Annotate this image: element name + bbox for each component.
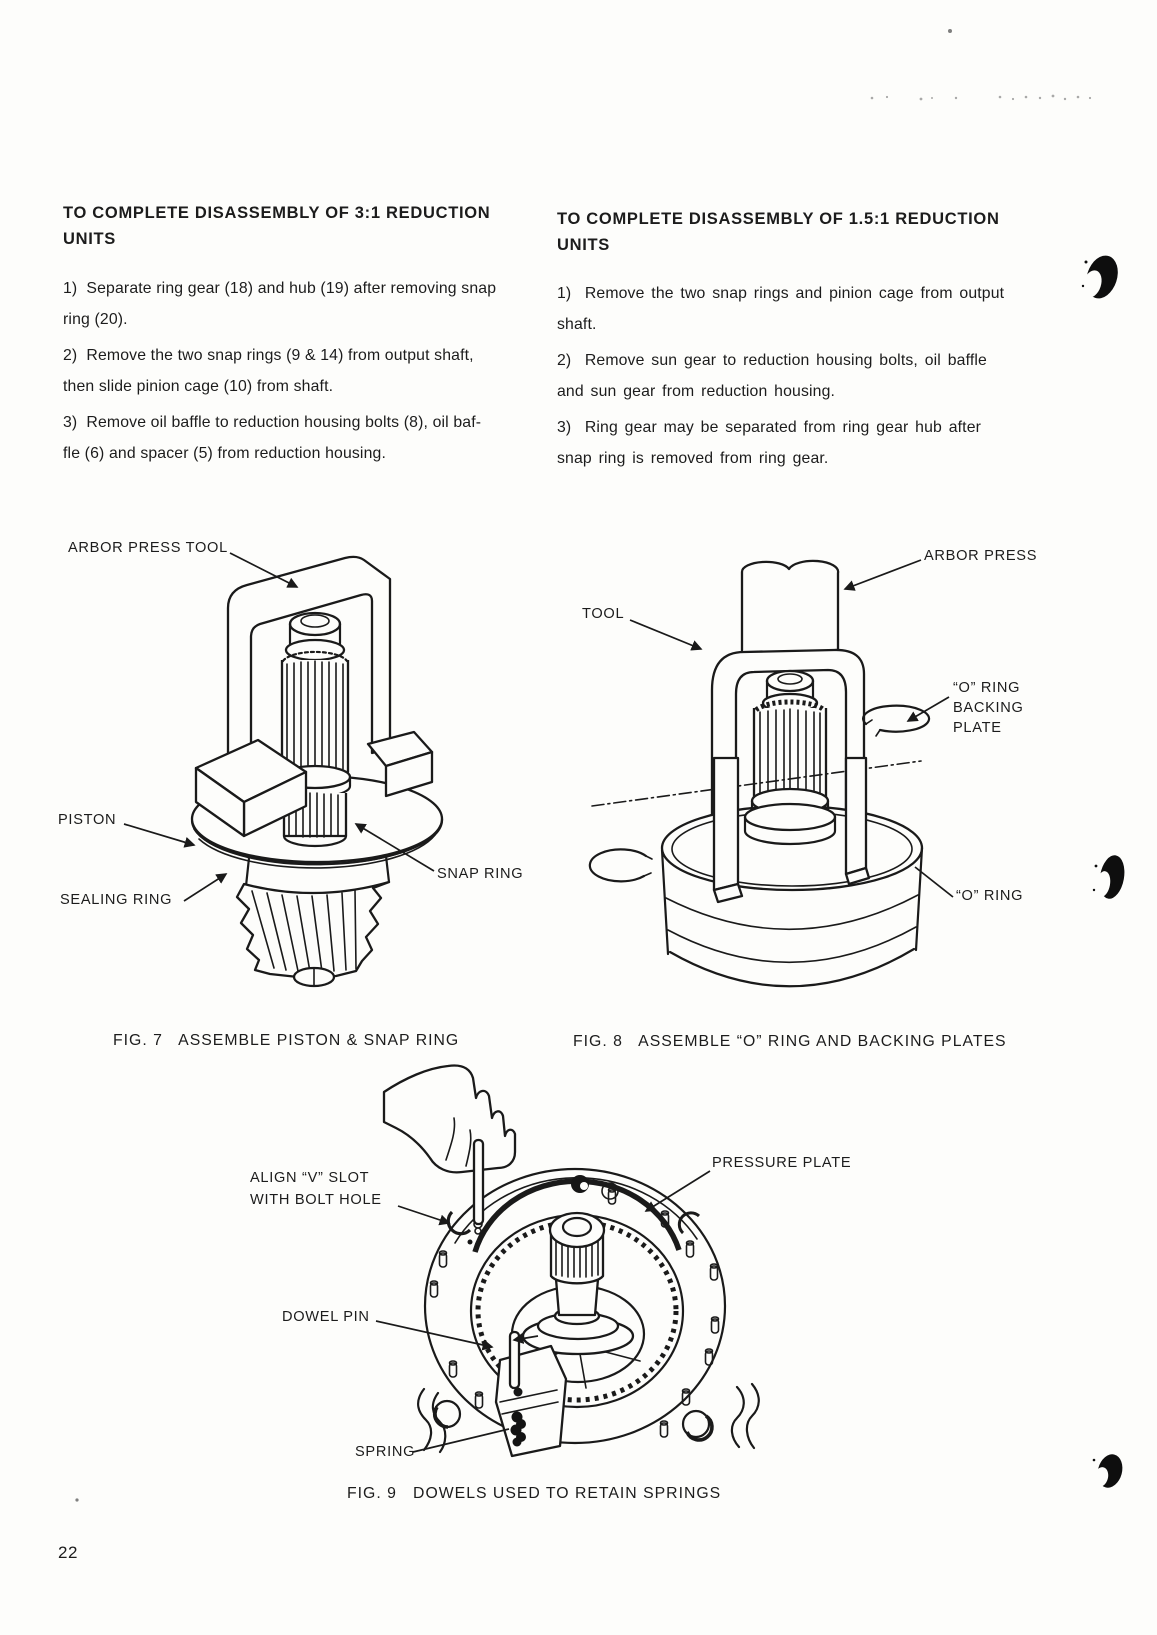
fig8-label-tool: TOOL — [582, 606, 625, 622]
scan-speckles — [75, 29, 1092, 1502]
fig9-caption: FIG. 9 DOWELS USED TO RETAIN SPRINGS — [347, 1485, 722, 1502]
ink-blot-artifact-1 — [1081, 255, 1118, 299]
fig8-caption: FIG. 8 ASSEMBLE “O” RING AND BACKING PLA… — [573, 1033, 1007, 1050]
section-heading-3to1: TO COMPLETE DISASSEMBLY OF 3:1 REDUCTION… — [63, 204, 491, 248]
step-2-right: 2) Remove sun gear to reduction housing … — [557, 352, 987, 400]
fig7-label-snap-ring: SNAP RING — [437, 866, 524, 882]
step-1-right: 1) Remove the two snap rings and pinion … — [557, 285, 1005, 333]
fig7-drawing — [123, 552, 444, 988]
fig8-label-o-ring: “O” RING — [956, 888, 1024, 904]
fig8-label-arbor-press: ARBOR PRESS — [924, 548, 1038, 564]
fig9-label-dowel-pin: DOWEL PIN — [282, 1309, 370, 1325]
fig9-label-spring: SPRING — [355, 1444, 416, 1460]
section-heading-1.5to1: TO COMPLETE DISASSEMBLY OF 1.5:1 REDUCTI… — [557, 210, 1000, 254]
step-1-left: 1) Separate ring gear (18) and hub (19) … — [63, 280, 497, 328]
fig7-label-arbor-press-tool: ARBOR PRESS TOOL — [68, 540, 228, 556]
ink-blot-artifact-2 — [1092, 855, 1125, 899]
fig9-label-pressure-plate: PRESSURE PLATE — [712, 1155, 852, 1171]
step-2-left: 2) Remove the two snap rings (9 & 14) fr… — [63, 347, 474, 395]
ink-blot-artifact-3 — [1092, 1454, 1123, 1488]
fig7-label-sealing-ring: SEALING RING — [60, 892, 173, 908]
fig7-caption: FIG. 7 ASSEMBLE PISTON & SNAP RING — [113, 1032, 460, 1049]
fig9-label-align-v-slot: ALIGN “V” SLOT WITH BOLT HOLE — [250, 1170, 382, 1208]
fig9-drawing — [375, 1064, 760, 1458]
page-number: 22 — [58, 1543, 78, 1562]
fig8-drawing — [588, 559, 954, 988]
step-3-left: 3) Remove oil baffle to reduction housin… — [63, 414, 482, 462]
step-3-right: 3) Ring gear may be separated from ring … — [557, 419, 982, 467]
fig8-label-o-ring-backing-plate: “O” RING BACKING PLATE — [953, 680, 1024, 736]
fig7-label-piston: PISTON — [58, 812, 117, 828]
